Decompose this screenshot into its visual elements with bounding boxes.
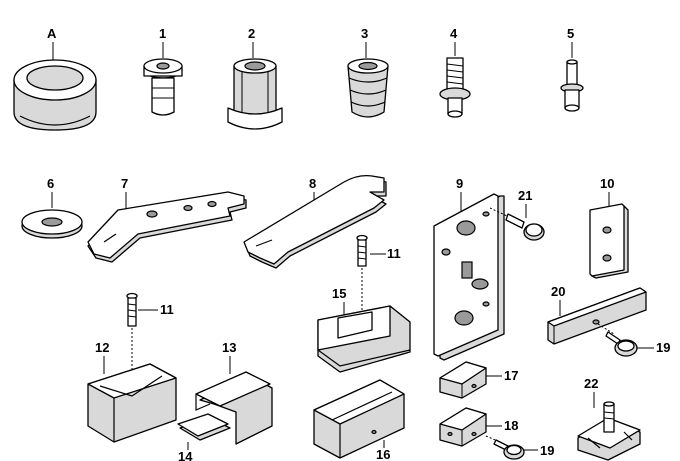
part-14-pad: 14 (177, 413, 231, 461)
label-19-lower: 19 (540, 443, 554, 458)
part-3-plug: 3 (347, 26, 389, 118)
label-1: 1 (159, 26, 166, 41)
label-16: 16 (376, 447, 390, 461)
part-8-plate: 8 (243, 174, 387, 269)
label-17: 17 (504, 368, 518, 383)
label-21: 21 (518, 188, 532, 203)
part-10-plate: 10 (589, 176, 629, 279)
part-9-bracket: 9 (433, 176, 505, 361)
part-7-plate: 7 (87, 176, 247, 263)
label-a: A (47, 26, 57, 41)
part-12-vblock: 12 (87, 340, 177, 443)
label-6: 6 (47, 176, 54, 191)
part-19-screw-lower: 19 (485, 435, 554, 460)
label-14: 14 (178, 449, 193, 461)
label-2: 2 (248, 26, 255, 41)
label-13: 13 (222, 340, 236, 355)
label-8: 8 (309, 176, 316, 191)
part-21-screw: 21 (489, 188, 545, 241)
part-20-bar: 20 (547, 284, 647, 345)
part-19-screw-upper: 19 (597, 323, 670, 357)
part-a-cap: A (13, 26, 97, 131)
label-15: 15 (332, 286, 346, 301)
label-7: 7 (121, 176, 128, 191)
part-4-stud: 4 (439, 26, 471, 118)
label-20: 20 (551, 284, 565, 299)
part-17-wedge: 17 (439, 361, 518, 399)
part-13-cover: 13 (195, 340, 273, 445)
label-9: 9 (456, 176, 463, 191)
label-19-upper: 19 (656, 340, 670, 355)
part-22-clip: 22 (577, 376, 641, 461)
part-5-pin: 5 (560, 26, 584, 112)
label-12: 12 (95, 340, 109, 355)
part-2-insert: 2 (227, 26, 283, 130)
label-10: 10 (600, 176, 614, 191)
label-22: 22 (584, 376, 598, 391)
label-4: 4 (450, 26, 458, 41)
part-11-bolt-upper: 11 (356, 234, 401, 330)
part-6-washer: 6 (21, 176, 83, 239)
part-18-wedge: 18 (439, 407, 518, 447)
part-15-block: 15 (317, 286, 411, 373)
label-5: 5 (567, 26, 574, 41)
label-3: 3 (361, 26, 368, 41)
part-1-bushing: 1 (143, 26, 183, 116)
label-11-upper: 11 (387, 246, 401, 261)
label-18: 18 (504, 418, 518, 433)
label-11-lower: 11 (160, 302, 174, 317)
part-16-block: 16 (313, 379, 405, 461)
